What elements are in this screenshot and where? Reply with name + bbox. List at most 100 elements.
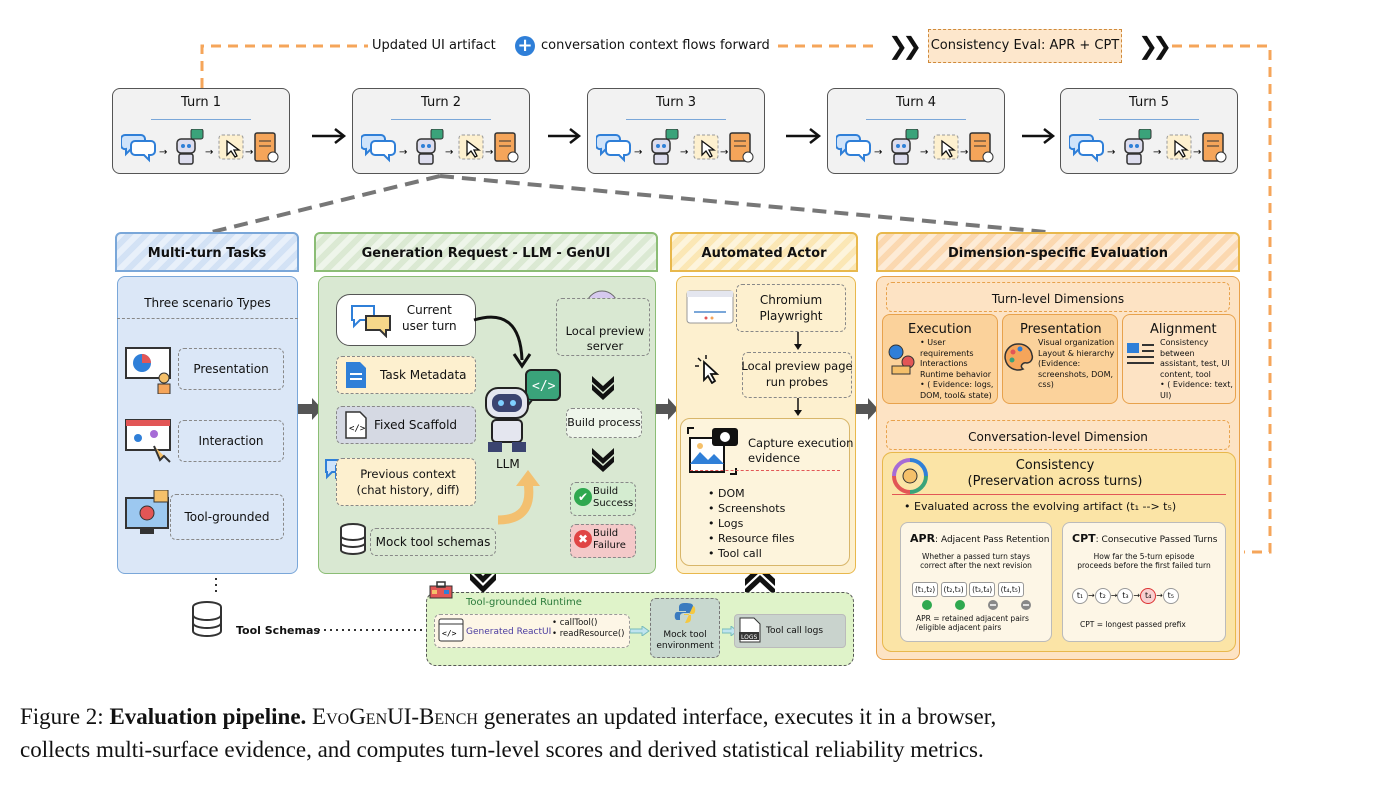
- svg-text:→: →: [205, 147, 213, 158]
- apr-name: : Adjacent Pass Retention: [935, 535, 1050, 545]
- scenario-item-interaction: Interaction: [178, 420, 284, 462]
- turn-label: Turn 2: [421, 95, 461, 110]
- runtime-call: callTool(): [559, 618, 598, 628]
- turn-card: Turn 2: [352, 88, 530, 174]
- cpt-chain: t₁→t₂→t₃→t₄→t₅: [1072, 588, 1179, 604]
- flow-label-left: Updated UI artifact: [372, 38, 496, 53]
- evaluation-header: Dimension-specific Evaluation: [876, 232, 1240, 272]
- alignment-card: [1122, 314, 1236, 404]
- turn-label: Turn 1: [181, 95, 221, 110]
- cpt-card: [1062, 522, 1226, 642]
- svg-text:</>: </>: [349, 424, 366, 434]
- evaluation-title: Dimension-specific Evaluation: [948, 246, 1168, 261]
- evidence-item: • Logs: [708, 517, 744, 530]
- cpt-name: : Consecutive Passed Turns: [1095, 535, 1218, 545]
- flow-label-right: conversation context flows forward: [541, 38, 770, 53]
- multi-turn-title: Multi-turn Tasks: [147, 246, 267, 261]
- cursor-icon: [695, 355, 720, 384]
- execution-item: Interactions: [920, 359, 968, 368]
- consistency-divider: [892, 494, 1226, 495]
- alignment-items: Consistency between assistant, test, UI …: [1160, 338, 1238, 401]
- svg-text:→: →: [245, 147, 253, 158]
- execution-items: • User requirements Interactions Runtime…: [920, 338, 1000, 401]
- turn-level-label: Turn-level Dimensions: [991, 292, 1125, 306]
- turn-card: Turn 1 → → →: [112, 88, 290, 174]
- chromium-box: [736, 284, 846, 332]
- down-arrow: [794, 398, 802, 416]
- alignment-item: assistant, test, UI: [1160, 359, 1230, 368]
- local-preview-server-label: Local preview server: [565, 324, 645, 353]
- caption-line-2: collects multi-surface evidence, and com…: [20, 737, 984, 762]
- evidence-item: • Screenshots: [708, 502, 786, 515]
- apr-pair: (t₁,t₂): [912, 582, 939, 597]
- caption-line-1: generates an updated interface, executes…: [477, 704, 997, 729]
- apr-pairs: (t₁,t₂) (t₂,t₃) (t₃,t₄) (t₄,t₅): [912, 582, 1024, 597]
- apr-status-icons: [922, 600, 1031, 610]
- turn-level-box: [886, 282, 1230, 312]
- cpt-turn: t₂: [1094, 588, 1111, 604]
- gears-icon: [888, 344, 915, 375]
- palette-icon: [1004, 343, 1034, 371]
- llm-label: LLM: [496, 457, 520, 471]
- scenario-item-presentation: Presentation: [178, 348, 284, 390]
- apr-title: APR: Adjacent Pass Retention: [910, 532, 1049, 545]
- evidence-list: • DOM • Screenshots • Logs • Resource fi…: [708, 486, 794, 561]
- turn-label: Turn 5: [1129, 95, 1169, 110]
- apr-abbr: APR: [910, 532, 936, 545]
- double-chevron-icon: ❯❯: [1138, 32, 1172, 60]
- tool-logs-label: Tool call logs: [766, 626, 824, 636]
- code-file-icon: </>: [345, 411, 367, 439]
- caption-bench: EvoGenUI-Bench: [312, 704, 478, 729]
- task-metadata-label: Task Metadata: [380, 368, 467, 382]
- cpt-turn-failed: t₄: [1140, 588, 1157, 604]
- actor-header: Automated Actor: [670, 232, 858, 272]
- execution-title: Execution: [908, 322, 972, 337]
- conv-level-label: Conversation-level Dimension: [968, 430, 1148, 444]
- apr-formula: APR = retained adjacent pairs /eligible …: [916, 614, 1029, 632]
- presentation-icon: [125, 347, 171, 394]
- local-preview-server-box: [556, 298, 650, 356]
- plus-icon: +: [515, 36, 535, 56]
- figure-caption: Figure 2: Evaluation pipeline. EvoGenUI-…: [20, 700, 1380, 766]
- turn-pipeline-icons: [836, 129, 994, 165]
- alignment-item: content, tool: [1160, 369, 1211, 379]
- alignment-item: ( Evidence: text,: [1167, 380, 1233, 389]
- cpt-turn: t₃: [1117, 588, 1134, 604]
- generated-react-label: Generated ReactUI: [466, 627, 552, 637]
- curved-arrow: [473, 315, 532, 369]
- mock-env-label: Mock tool environment: [656, 630, 714, 651]
- consistency-title: Consistency (Preservation across turns): [967, 458, 1143, 489]
- chevron-down-icon: [592, 376, 614, 400]
- apr-desc: Whether a passed turn stays correct afte…: [920, 552, 1032, 570]
- turn-pipeline-icons: → → →: [121, 129, 279, 165]
- evidence-item: • Resource files: [708, 532, 795, 545]
- align-lines-icon: [1127, 343, 1154, 364]
- multi-turn-header: Multi-turn Tasks: [115, 232, 299, 272]
- turn-label: Turn 4: [896, 95, 936, 110]
- execution-item: ( Evidence: logs, DOM, tool& state): [920, 380, 994, 400]
- double-chevron-icon: ❯❯: [888, 32, 922, 60]
- apr-pair: (t₂,t₃): [940, 582, 967, 597]
- tool-grounded-icon: [125, 490, 169, 534]
- probes-box: [742, 352, 852, 398]
- runtime-calls: • callTool() • readResource(): [552, 618, 625, 639]
- down-arrow: [794, 332, 802, 350]
- previous-context-box: [336, 458, 476, 506]
- cpt-title: CPT: Consecutive Passed Turns: [1072, 532, 1217, 545]
- presentation-title: Presentation: [1020, 322, 1102, 337]
- runtime-title: Tool-grounded Runtime: [466, 597, 582, 608]
- log-file-icon: LOGS: [739, 617, 761, 643]
- alignment-item: UI): [1160, 390, 1172, 400]
- current-user-turn-label: Current user turn: [402, 303, 457, 333]
- probes-label: Local preview page run probes: [741, 359, 853, 389]
- generation-title: Generation Request - LLM - GenUI: [361, 246, 611, 261]
- turn-pipeline-icons: [361, 129, 519, 165]
- python-icon: [674, 603, 696, 623]
- generation-header: Generation Request - LLM - GenUI: [314, 232, 658, 272]
- apr-pair: (t₃,t₄): [969, 582, 996, 597]
- interaction-icon: [125, 419, 171, 463]
- cycle-icon: [892, 458, 928, 494]
- evidence-divider: [690, 470, 840, 471]
- cpt-turn: t₅: [1162, 588, 1179, 604]
- svg-text:→: →: [159, 147, 167, 158]
